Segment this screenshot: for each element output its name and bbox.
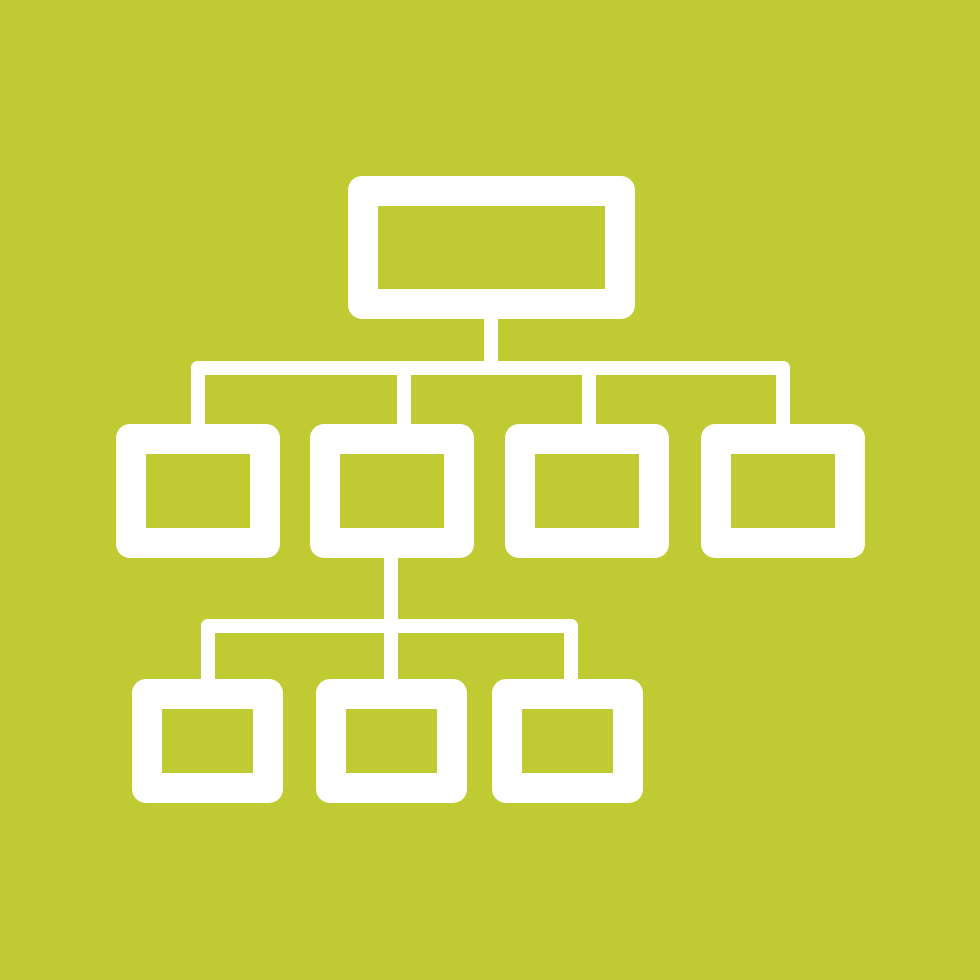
bottom-node-1 bbox=[132, 679, 283, 803]
middle-node-3 bbox=[505, 424, 669, 558]
middle-node-2 bbox=[310, 424, 474, 558]
bottom-node-2 bbox=[316, 679, 467, 803]
connectors bbox=[191, 311, 790, 687]
middle-node-1 bbox=[116, 424, 280, 558]
bottom-node-3 bbox=[492, 679, 643, 803]
middle-node-4 bbox=[701, 424, 865, 558]
top-node bbox=[348, 176, 635, 319]
